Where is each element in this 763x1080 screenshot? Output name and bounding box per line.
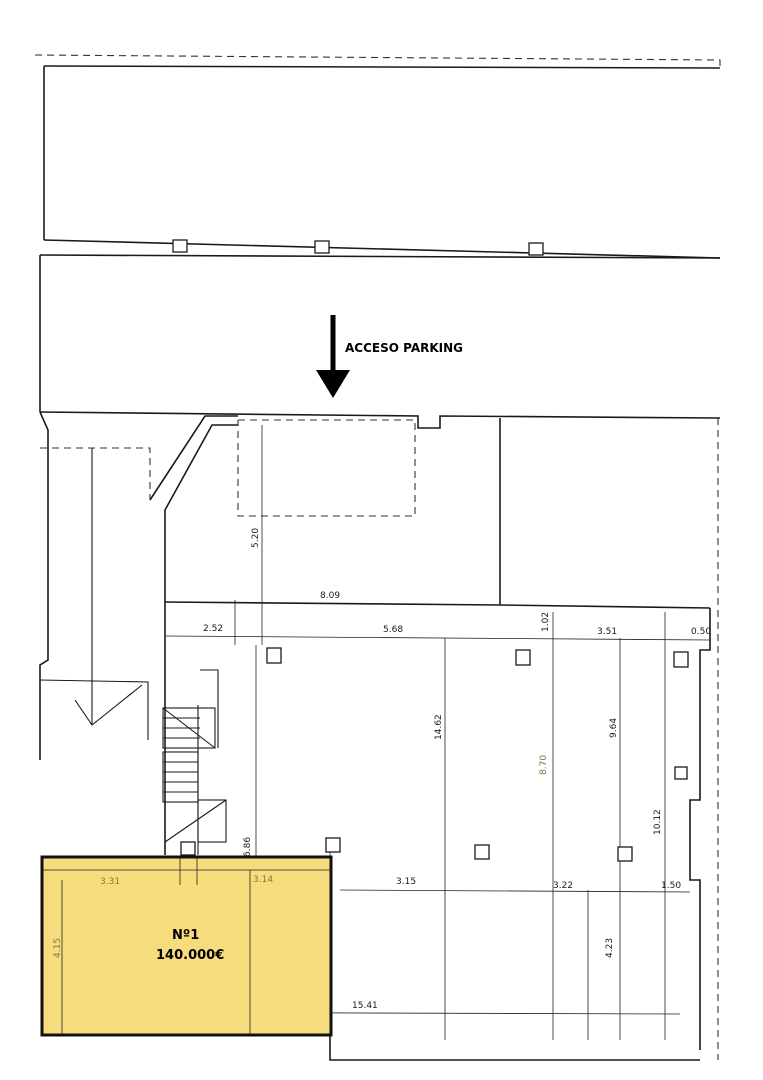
dim-8-70: 8.70 [539, 755, 549, 775]
dim-3-22: 3.22 [553, 881, 573, 891]
dim-3-31: 3.31 [100, 877, 120, 887]
dim-3-51: 3.51 [597, 627, 617, 637]
dim-3-14: 3.14 [253, 875, 273, 885]
dim-5-20: 5.20 [251, 528, 261, 548]
dim-4-23: 4.23 [605, 938, 615, 958]
access-arrow-icon [316, 315, 350, 398]
unit-1[interactable]: Nº1 140.000€ [40, 855, 333, 1037]
pillars [180, 647, 689, 862]
dim-0-50: 0.50 [691, 627, 711, 637]
dim-15-41: 15.41 [352, 1001, 378, 1011]
dim-5-68: 5.68 [383, 625, 403, 635]
dim-4-15: 4.15 [53, 938, 63, 958]
dim-3-15: 3.15 [396, 877, 416, 887]
pillar [172, 239, 188, 253]
pillar [528, 242, 544, 256]
dim-6-86: 6.86 [243, 837, 253, 857]
dim-1-50: 1.50 [661, 881, 681, 891]
unit-1-area[interactable] [40, 855, 333, 1037]
staircase [162, 669, 227, 843]
dim-9-64: 9.64 [609, 718, 619, 738]
upper-building [34, 54, 721, 259]
unit-1-name: Nº1 [172, 928, 199, 943]
dim-10-12: 10.12 [653, 809, 663, 835]
garage-walls [39, 411, 719, 1061]
dim-1-02: 1.02 [541, 612, 551, 632]
street-band [39, 254, 721, 429]
dimension-labels: 5.20 8.09 2.52 5.68 1.02 3.51 0.50 14.62… [53, 528, 711, 1011]
access-label: ACCESO PARKING [345, 341, 463, 355]
dim-2-52: 2.52 [203, 624, 223, 634]
pillar [314, 240, 330, 254]
unit-1-price: 140.000€ [156, 948, 224, 963]
dim-14-62: 14.62 [434, 714, 444, 740]
dim-8-09: 8.09 [320, 591, 340, 601]
